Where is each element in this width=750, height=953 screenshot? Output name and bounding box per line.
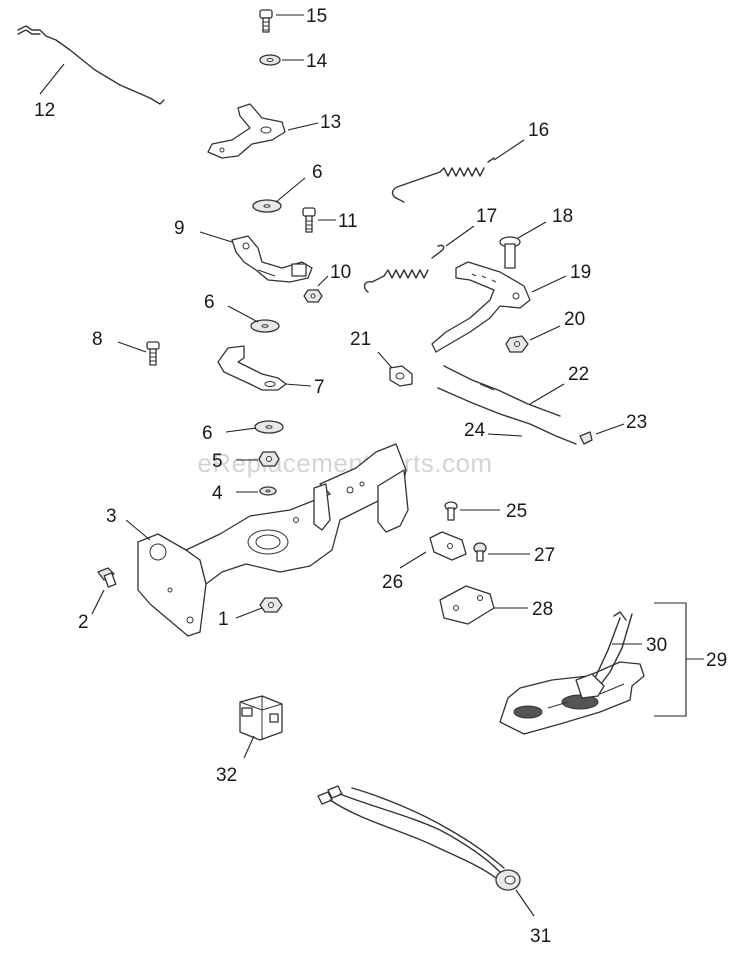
callout-32: 32: [216, 765, 237, 786]
part-29-choke-control-assembly: [499, 602, 704, 735]
callout-13: 13: [320, 112, 341, 133]
callout-5: 5: [212, 451, 223, 472]
callout-labels: 15 14 13 6 11 9 10 6 8 7 6 5 4 3 2 1 12 …: [34, 6, 727, 947]
callout-24: 24: [464, 420, 486, 441]
part-6-washer-bottom: [254, 420, 284, 434]
callout-1: 1: [218, 609, 229, 630]
part-12-throttle-link-rod: [17, 25, 165, 105]
callout-30: 30: [646, 635, 667, 656]
part-28-plate: [439, 585, 495, 625]
part-7-speed-control-lever: [217, 345, 287, 391]
part-19-throttle-control-lever: [431, 261, 531, 353]
part-20-nut: [505, 335, 529, 353]
part-25-screw: [444, 501, 458, 521]
callout-20: 20: [564, 309, 585, 330]
part-1-nut: [259, 597, 283, 613]
callout-25: 25: [506, 501, 527, 522]
part-18-shoulder-bolt: [499, 236, 521, 269]
callout-6-middle: 6: [204, 292, 215, 313]
callout-14: 14: [306, 51, 328, 72]
callout-6-bottom: 6: [202, 423, 213, 444]
callout-9: 9: [174, 218, 185, 239]
callout-27: 27: [534, 545, 555, 566]
part-14-washer: [259, 54, 281, 66]
part-24-choke-link: [437, 387, 577, 445]
callout-11: 11: [338, 211, 358, 232]
part-15-screw: [259, 9, 273, 33]
part-32-connector: [239, 695, 283, 741]
callout-16: 16: [528, 120, 549, 141]
callout-7: 7: [314, 377, 325, 398]
callout-10: 10: [330, 262, 351, 283]
part-6-washer-middle: [250, 319, 280, 333]
callout-18: 18: [552, 206, 573, 227]
part-9-governor-lever: [231, 235, 313, 283]
part-22-choke-link: [443, 365, 561, 417]
callout-28: 28: [532, 599, 553, 620]
callout-15: 15: [306, 6, 327, 27]
callout-2: 2: [78, 612, 89, 633]
callout-31: 31: [530, 926, 551, 947]
callout-17: 17: [476, 206, 497, 227]
part-26-cable-clamp-bracket: [429, 531, 467, 561]
callout-19: 19: [570, 262, 591, 283]
part-5-nut: [258, 451, 280, 467]
callout-4: 4: [212, 483, 223, 504]
callout-6-top: 6: [312, 162, 323, 183]
leader-lines: [39, 14, 642, 917]
part-10-nut: [303, 289, 323, 303]
part-21-cable-clamp: [389, 365, 413, 387]
callout-3: 3: [106, 506, 117, 527]
part-6-washer-top: [252, 199, 282, 213]
callout-12: 12: [34, 100, 55, 121]
part-4-washer: [259, 486, 277, 496]
callout-8: 8: [92, 329, 103, 350]
part-8-screw: [146, 341, 160, 366]
part-27-screw: [473, 542, 487, 562]
part-3-control-bracket: [137, 443, 409, 637]
part-16-governor-spring: [391, 157, 495, 203]
part-31-wire-harness: [317, 785, 521, 891]
part-17-governor-spring: [363, 244, 445, 293]
callout-22: 22: [568, 364, 589, 385]
callout-21: 21: [350, 329, 371, 350]
callout-23: 23: [626, 412, 647, 433]
callout-29: 29: [706, 650, 727, 671]
part-23-screw: [579, 431, 593, 445]
callout-26: 26: [382, 572, 403, 593]
part-11-screw: [302, 207, 316, 233]
part-30-choke-lever: [575, 611, 633, 699]
part-2-screw: [97, 567, 117, 588]
part-13-control-lever: [207, 103, 286, 159]
